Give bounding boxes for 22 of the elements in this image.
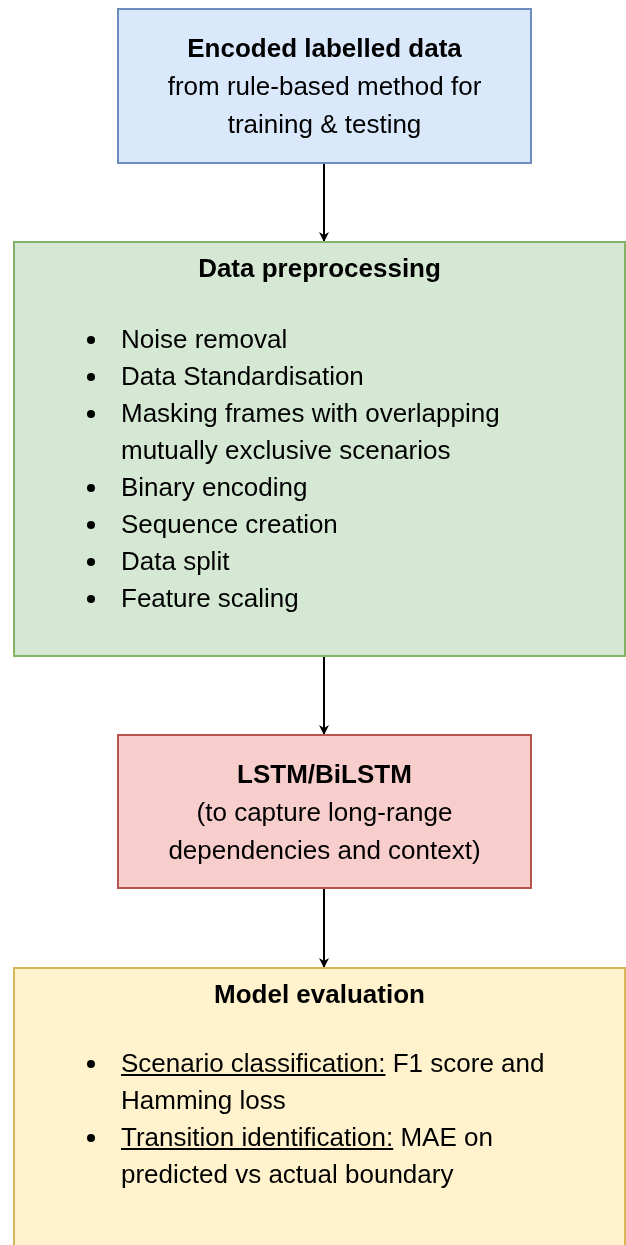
process-box: [13, 241, 626, 657]
bullet-item: Masking frames with overlapping mutually exclusive scenarios: [121, 397, 501, 467]
box-title: Encoded labelled data: [187, 32, 462, 65]
box-title: LSTM/BiLSTM: [237, 757, 412, 791]
bullet-item: Scenario classification: F1 score and Hamming loss: [121, 1047, 546, 1117]
arrow: [319, 888, 329, 968]
box-title: Data preprocessing: [197, 252, 442, 285]
arrow: [319, 656, 329, 735]
process-box: [117, 734, 532, 889]
bullet-item: Transition identification: MAE on predicted vs actual boundary: [121, 1121, 494, 1191]
bullet-item: Sequence creation: [121, 508, 339, 541]
arrow: [319, 163, 329, 242]
process-box: [13, 967, 626, 1245]
bullet-item: Noise removal: [121, 323, 289, 356]
bullet-item: Data split: [121, 545, 231, 578]
bullet-item: Feature scaling: [121, 582, 300, 615]
box-title: Model evaluation: [213, 978, 426, 1011]
box-text: from rule-based method for training & testing: [166, 70, 483, 141]
bullet-item: Binary encoding: [121, 471, 309, 504]
process-box: [117, 8, 532, 164]
bullet-item: Data Standardisation: [121, 360, 365, 393]
box-text: (to capture long-range dependencies and context): [167, 795, 482, 867]
